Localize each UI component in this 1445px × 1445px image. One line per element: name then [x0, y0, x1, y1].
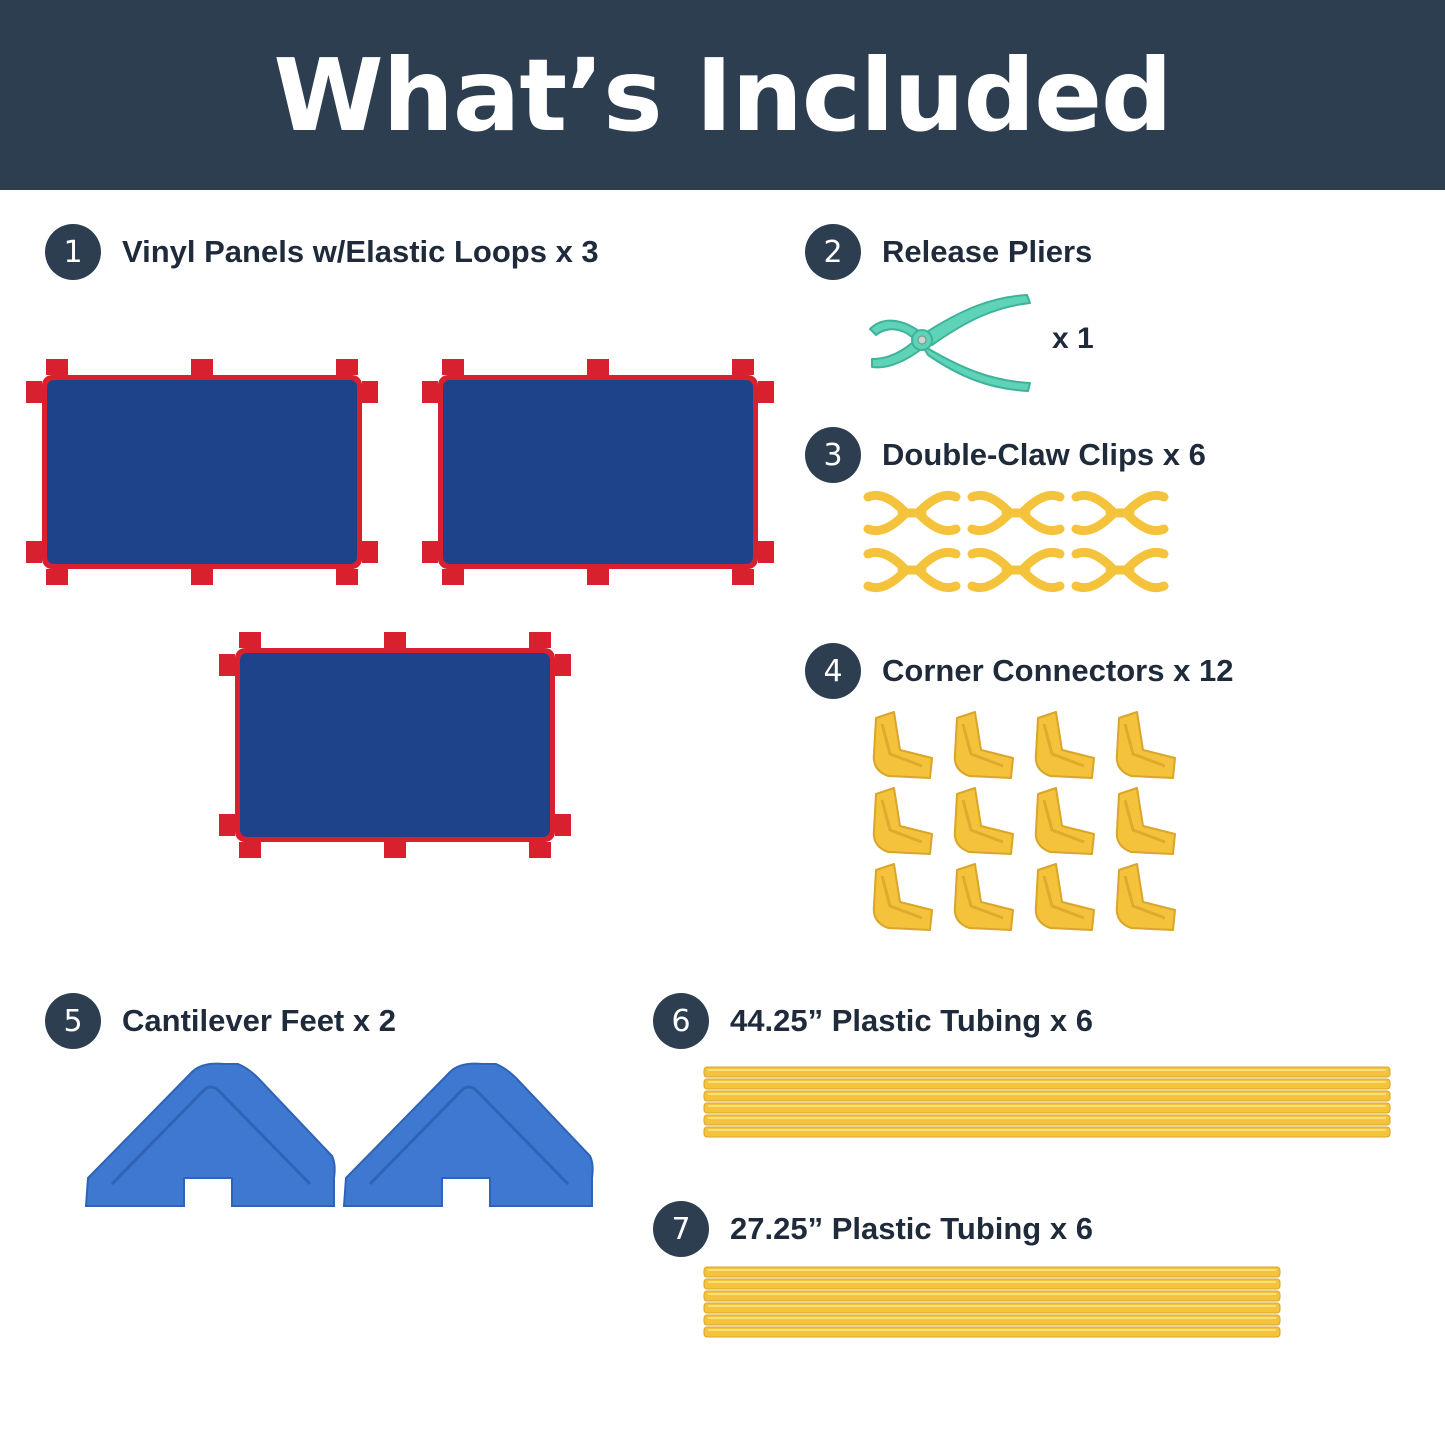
item-number-badge: 4	[805, 643, 861, 699]
corner-connector	[1034, 787, 1095, 855]
item-6-heading: 6 44.25” Plastic Tubing x 6	[653, 993, 1093, 1049]
item-number-badge: 1	[45, 224, 101, 280]
cantilever-feet-illustration	[84, 1062, 594, 1207]
item-5-heading: 5 Cantilever Feet x 2	[45, 993, 396, 1049]
corner-connector	[872, 863, 933, 931]
vinyl-panel	[422, 359, 774, 585]
item-number-badge: 5	[45, 993, 101, 1049]
corner-connectors-illustration	[872, 711, 1176, 931]
item-label: Vinyl Panels w/Elastic Loops x 3	[122, 234, 599, 269]
item-1-heading: 1 Vinyl Panels w/Elastic Loops x 3	[45, 224, 599, 280]
item-3-heading: 3 Double-Claw Clips x 6	[805, 427, 1206, 483]
corner-connector	[1115, 711, 1176, 779]
release-pliers-icon	[869, 294, 1031, 392]
plastic-tube	[703, 1126, 1391, 1138]
item-label: Corner Connectors x 12	[882, 653, 1234, 688]
item-number-badge: 3	[805, 427, 861, 483]
item-number-badge: 6	[653, 993, 709, 1049]
plastic-tube	[703, 1066, 1391, 1078]
corner-connector	[1115, 863, 1176, 931]
cantilever-foot	[84, 1062, 336, 1207]
corner-connector	[1115, 787, 1176, 855]
vinyl-panel	[26, 359, 378, 585]
double-claw-clip	[863, 491, 961, 535]
header-banner: What’s Included	[0, 0, 1445, 190]
corner-connector	[872, 787, 933, 855]
vinyl-panel	[219, 632, 571, 858]
cantilever-foot	[342, 1062, 594, 1207]
plastic-tube	[703, 1102, 1391, 1114]
double-claw-clip	[967, 548, 1065, 592]
item-7-heading: 7 27.25” Plastic Tubing x 6	[653, 1201, 1093, 1257]
item-label: Cantilever Feet x 2	[122, 1003, 396, 1038]
corner-connector	[953, 863, 1014, 931]
item-2-heading: 2 Release Pliers	[805, 224, 1092, 280]
item-label: Release Pliers	[882, 234, 1093, 269]
double-claw-clip	[863, 548, 961, 592]
plastic-tube	[703, 1114, 1391, 1126]
plastic-tube	[703, 1302, 1281, 1314]
item-label: 27.25” Plastic Tubing x 6	[730, 1211, 1093, 1246]
plastic-tube	[703, 1278, 1281, 1290]
long-tubing-illustration	[703, 1066, 1391, 1138]
corner-connector	[1034, 711, 1095, 779]
plastic-tube	[703, 1078, 1391, 1090]
item-number-badge: 7	[653, 1201, 709, 1257]
plastic-tube	[703, 1290, 1281, 1302]
item-number-badge: 2	[805, 224, 861, 280]
corner-connector	[953, 711, 1014, 779]
double-claw-clip	[1071, 548, 1169, 592]
plastic-tube	[703, 1090, 1391, 1102]
vinyl-panels-illustration	[26, 359, 774, 858]
corner-connector	[872, 711, 933, 779]
pliers-quantity: x 1	[1052, 322, 1094, 355]
corner-connector	[953, 787, 1014, 855]
plastic-tube	[703, 1266, 1281, 1278]
plastic-tube	[703, 1326, 1281, 1338]
item-4-heading: 4 Corner Connectors x 12	[805, 643, 1233, 699]
double-claw-clip	[1071, 491, 1169, 535]
corner-connector	[1034, 863, 1095, 931]
double-claw-clip	[967, 491, 1065, 535]
item-label: 44.25” Plastic Tubing x 6	[730, 1003, 1093, 1038]
item-label: Double-Claw Clips x 6	[882, 437, 1206, 472]
plastic-tube	[703, 1314, 1281, 1326]
page-title: What’s Included	[273, 36, 1172, 154]
double-claw-clips-illustration	[863, 491, 1169, 592]
short-tubing-illustration	[703, 1266, 1281, 1338]
